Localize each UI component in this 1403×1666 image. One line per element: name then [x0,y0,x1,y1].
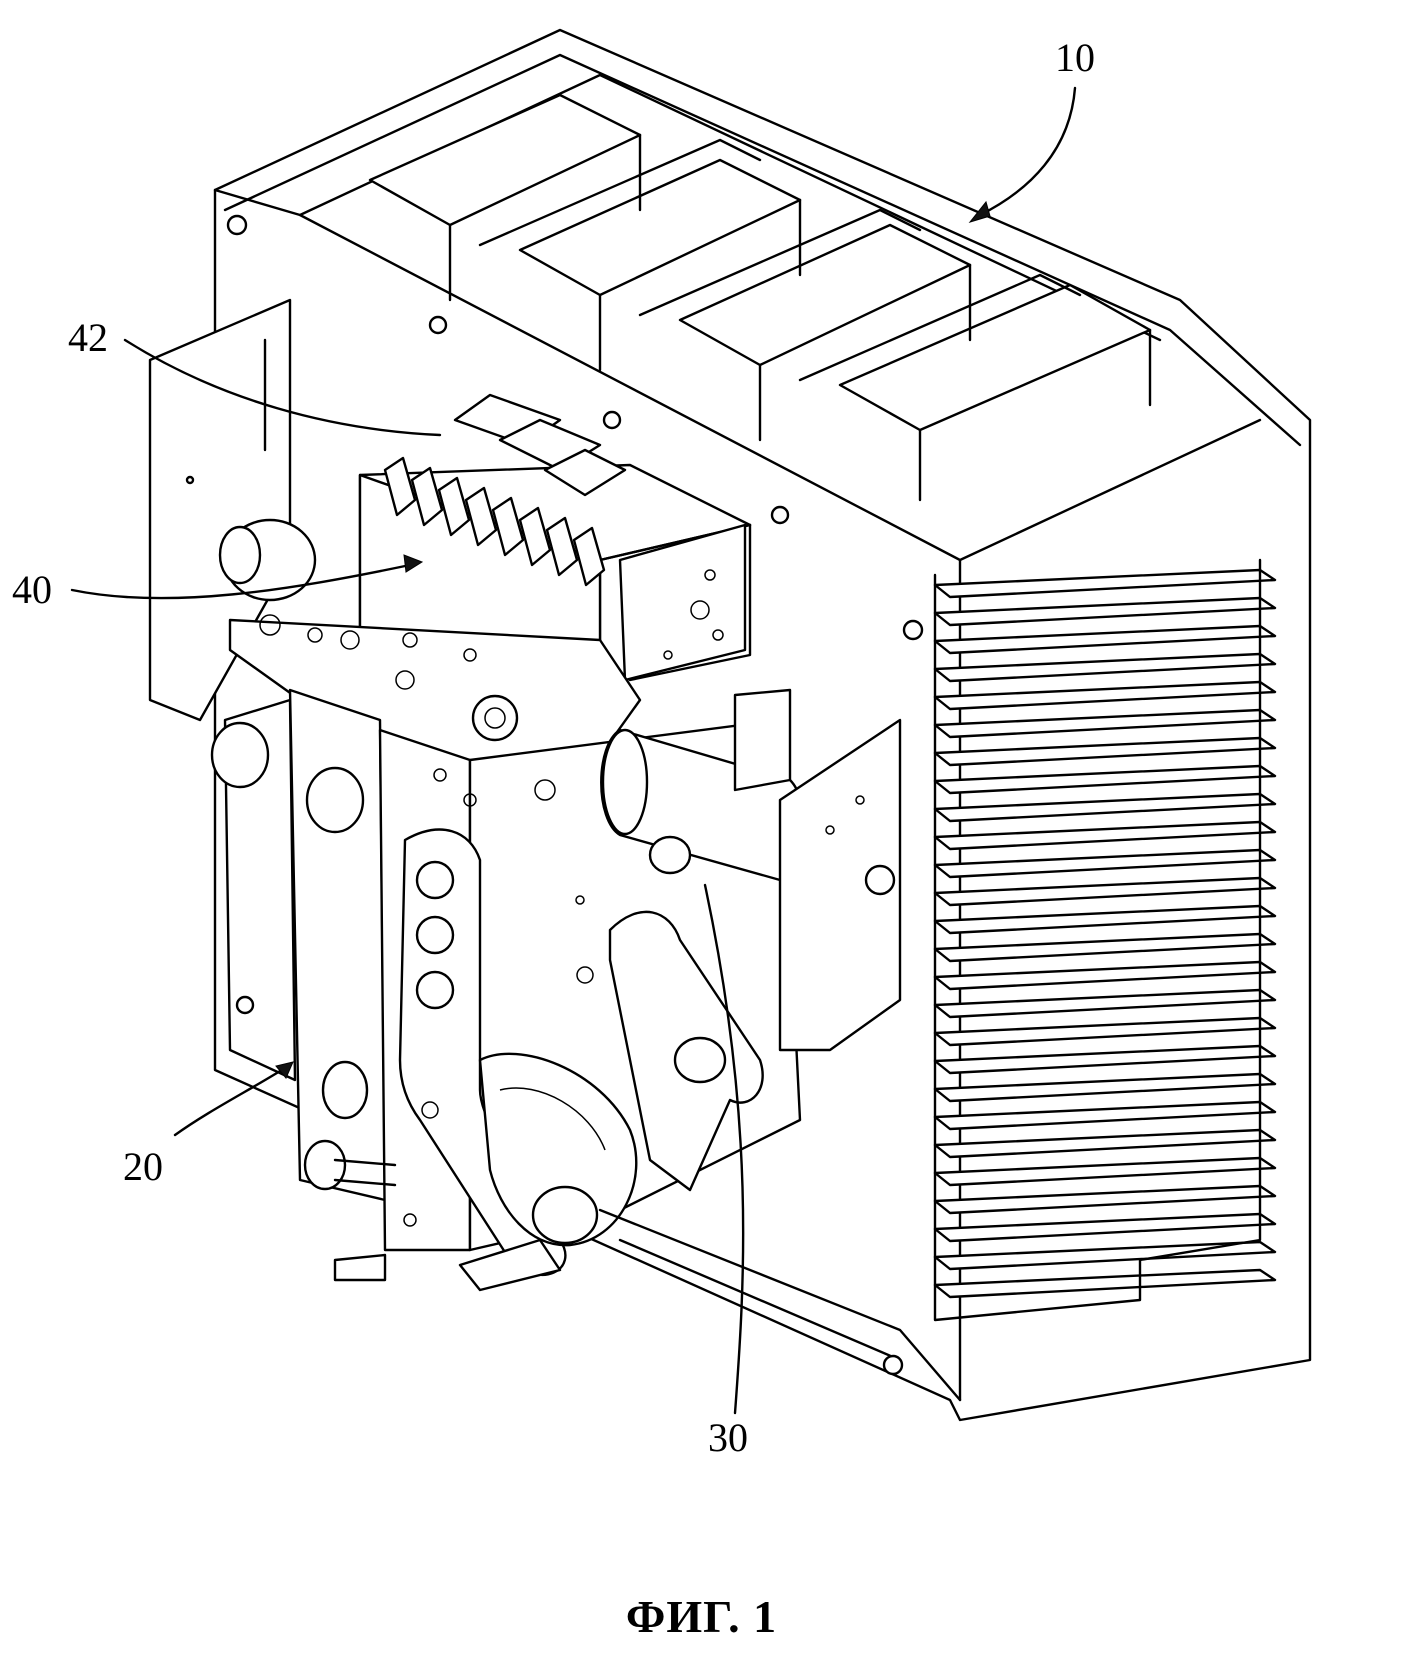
fin-plate [933,820,1277,851]
fin-plate [933,680,1277,711]
terminal-plate [518,506,552,567]
terminal-plate [464,486,498,547]
fin-plate [933,1268,1277,1299]
fin-plate [933,568,1277,599]
fin-plate [933,708,1277,739]
fin-plate [933,736,1277,767]
fin-plate [933,988,1277,1019]
terminal-plate [545,516,579,577]
terminal-plate [383,456,417,517]
fin-plate [933,596,1277,627]
fin-plate [933,1184,1277,1215]
fin-plate [933,1156,1277,1187]
reference-numeral-42: 42 [68,315,108,360]
reference-numeral-40: 40 [12,567,52,612]
terminal-plate [410,466,444,527]
fin-plate [933,624,1277,655]
reference-numeral-10: 10 [1055,35,1095,80]
reference-numeral-20: 20 [123,1144,163,1189]
fin-plate [933,764,1277,795]
fin-plate [933,904,1277,935]
mounting-bolts [226,214,924,1376]
fin-stack-outline [933,558,1262,1322]
terminal-plate [491,496,525,557]
fin-plate [933,960,1277,991]
fin-plate [933,932,1277,963]
fin-plate [933,1044,1277,1075]
figure-caption: ФИГ. 1 [625,1591,778,1642]
fin-plate [933,848,1277,879]
right-fin-stack [933,558,1277,1322]
fin-plate [933,792,1277,823]
terminal-plate [572,526,606,587]
terminal-plate [437,476,471,537]
operating-mechanism [210,518,962,1402]
fin-plate [933,1016,1277,1047]
fin-plate [933,1212,1277,1243]
fin-plate [933,1240,1277,1271]
reference-numeral-30: 30 [708,1415,748,1460]
fin-plate [933,652,1277,683]
leader-lines [70,86,1077,1415]
fin-plate [933,1128,1277,1159]
fin-plate [933,1072,1277,1103]
fin-plate [933,1100,1277,1131]
fin-plate [933,876,1277,907]
